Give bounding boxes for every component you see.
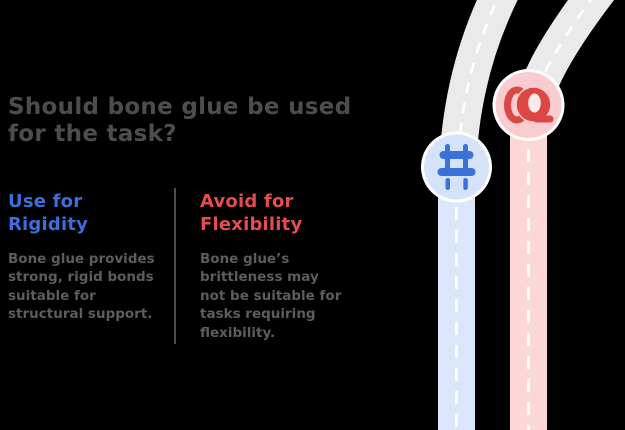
flexibility-column: Avoid for Flexibility Bone glue’s brittl… (200, 190, 352, 342)
bench-icon (437, 144, 476, 190)
rigidity-body: Bone glue provides strong, rigid bonds s… (8, 251, 155, 323)
rigidity-heading: Use for Rigidity (8, 191, 89, 235)
rigidity-column: Use for Rigidity Bone glue provides stro… (8, 190, 168, 324)
rigidity-badge (421, 131, 492, 203)
flexibility-heading: Avoid for Flexibility (200, 191, 303, 235)
flexibility-body: Bone glue’s brittleness may not be suita… (200, 251, 342, 341)
page-title: Should bone glue be used for the task? (8, 94, 352, 147)
column-divider (174, 188, 176, 344)
tape-roll-icon (504, 86, 554, 124)
flexibility-badge (492, 69, 565, 141)
